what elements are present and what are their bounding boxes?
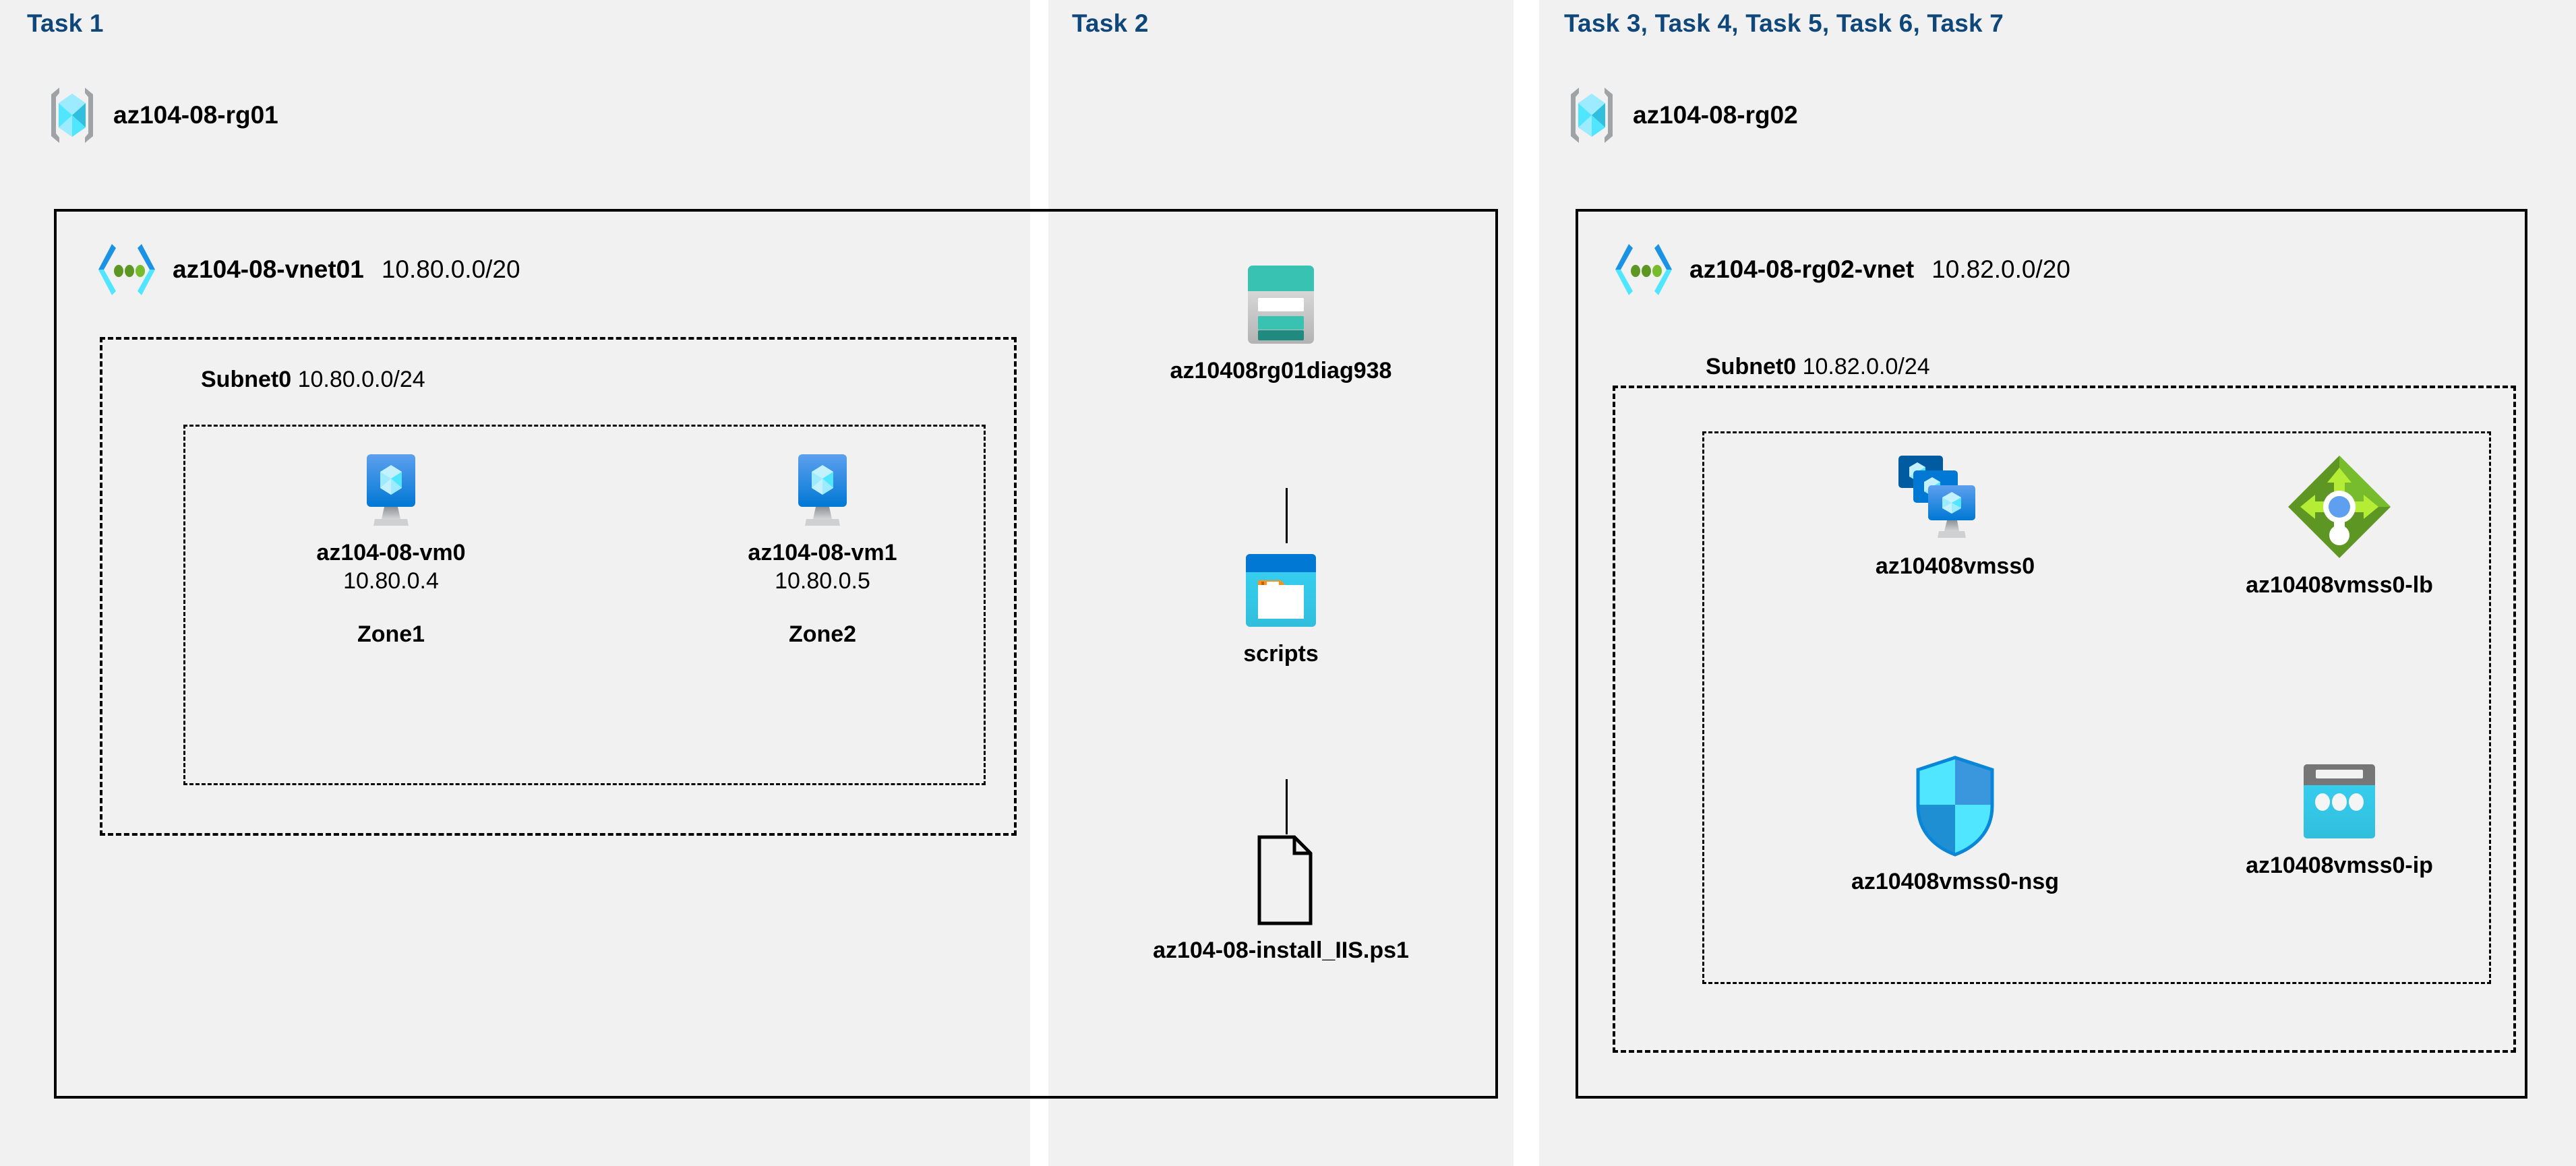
node-vm-scale-set[interactable]: az10408vmss0 [1814,453,2097,580]
vnet01-header[interactable]: az104-08-vnet01 10.80.0.0/20 [94,241,520,298]
resource-group-rg02[interactable]: az104-08-rg02 [1565,85,1798,146]
vnet02-boundary [1576,209,2527,1099]
node-caption: az10408vmss0-ip [2246,852,2433,879]
subnet0-left-boundary [100,337,1017,836]
vm-scale-set-icon [1894,453,2016,542]
node-caption: scripts [1243,640,1319,667]
node-blob-container[interactable]: scripts [1170,551,1392,667]
vnet-cidr: 10.80.0.0/20 [381,255,520,283]
node-load-balancer[interactable]: az10408vmss0-lb [2191,453,2488,599]
subnet-name: Subnet0 [201,367,292,392]
load-balancer-icon [2284,453,2395,561]
subnet0-left-label: Subnet0 10.80.0.0/24 [201,367,425,393]
virtual-network-icon [1611,241,1676,298]
node-vm1[interactable]: az104-08-vm1 10.80.0.5 Zone2 [715,453,930,648]
subnet-cidr: 10.80.0.0/24 [297,367,425,392]
subnet0-right-boundary [1613,386,2516,1053]
task1-heading: Task 1 [27,9,104,37]
public-ip-address-icon [2294,762,2385,841]
subnet0-right-label: Subnet0 10.82.0.0/24 [1706,354,1930,380]
resource-group-label: az104-08-rg02 [1633,101,1798,129]
subnet-cidr: 10.82.0.0/24 [1802,354,1930,379]
vm-name: az104-08-vm0 [316,540,466,565]
node-network-security-group[interactable]: az10408vmss0-nsg [1814,755,2097,895]
node-caption: az10408rg01diag938 [1170,357,1392,384]
vnet-name: az104-08-vnet01 [173,255,364,283]
panel-task1 [0,0,1030,1166]
vnet-cidr: 10.82.0.0/20 [1931,255,2070,283]
vm-name: az104-08-vm1 [748,540,897,565]
node-caption: az104-08-vm0 10.80.0.4 Zone1 [316,539,465,648]
node-script-file[interactable]: az104-08-install_IIS.ps1 [1133,834,1429,964]
load-balancer-name: az10408vmss0-lb [2246,572,2433,598]
virtual-machine-icon [783,453,862,528]
resource-group-icon [1565,85,1618,146]
script-file-name: az104-08-install_IIS.ps1 [1153,938,1409,963]
storage-account-icon [1236,263,1326,346]
vnet01-boundary [54,209,1498,1099]
vm-ip: 10.80.0.5 [775,568,870,594]
virtual-machine-icon [352,453,430,528]
resource-group-rg01[interactable]: az104-08-rg01 [46,85,278,146]
node-caption: az104-08-vm1 10.80.0.5 Zone2 [748,539,897,648]
nsg-name: az10408vmss0-nsg [1851,869,2060,894]
file-icon [1239,834,1323,926]
resource-group-label: az104-08-rg01 [113,101,278,129]
vm-ip: 10.80.0.4 [343,568,439,594]
virtual-network-icon [94,241,159,298]
node-vm0[interactable]: az104-08-vm0 10.80.0.4 Zone1 [283,453,499,648]
node-caption: az104-08-install_IIS.ps1 [1153,937,1409,964]
node-public-ip-address[interactable]: az10408vmss0-ip [2191,762,2488,879]
vm-zone: Zone1 [357,621,425,647]
vnet02-header[interactable]: az104-08-rg02-vnet 10.82.0.0/20 [1611,241,2070,298]
public-ip-name: az10408vmss0-ip [2246,853,2433,878]
node-storage-account[interactable]: az10408rg01diag938 [1170,263,1392,384]
panel-task3 [1539,0,2576,1166]
subnet-name: Subnet0 [1706,354,1797,379]
vmss-resource-group [1702,431,2491,984]
node-caption: az10408vmss0-nsg [1851,868,2059,895]
connector-storage-to-scripts [1286,488,1288,543]
node-caption: az10408vmss0 [1876,553,2035,580]
task3-heading: Task 3, Task 4, Task 5, Task 6, Task 7 [1564,9,2004,37]
task2-heading: Task 2 [1072,9,1149,37]
vmss-name: az10408vmss0 [1875,553,2035,579]
availability-zone-group [183,425,986,785]
node-caption: az10408vmss0-lb [2246,572,2433,599]
vnet-name: az104-08-rg02-vnet [1689,255,1915,283]
network-security-group-icon [1913,755,1998,857]
resource-group-icon [46,85,98,146]
blob-container-name: scripts [1243,641,1319,667]
storage-account-name: az10408rg01diag938 [1170,358,1392,383]
connector-scripts-to-file [1286,779,1288,834]
vm-zone: Zone2 [788,621,857,647]
blob-container-icon [1239,551,1323,630]
